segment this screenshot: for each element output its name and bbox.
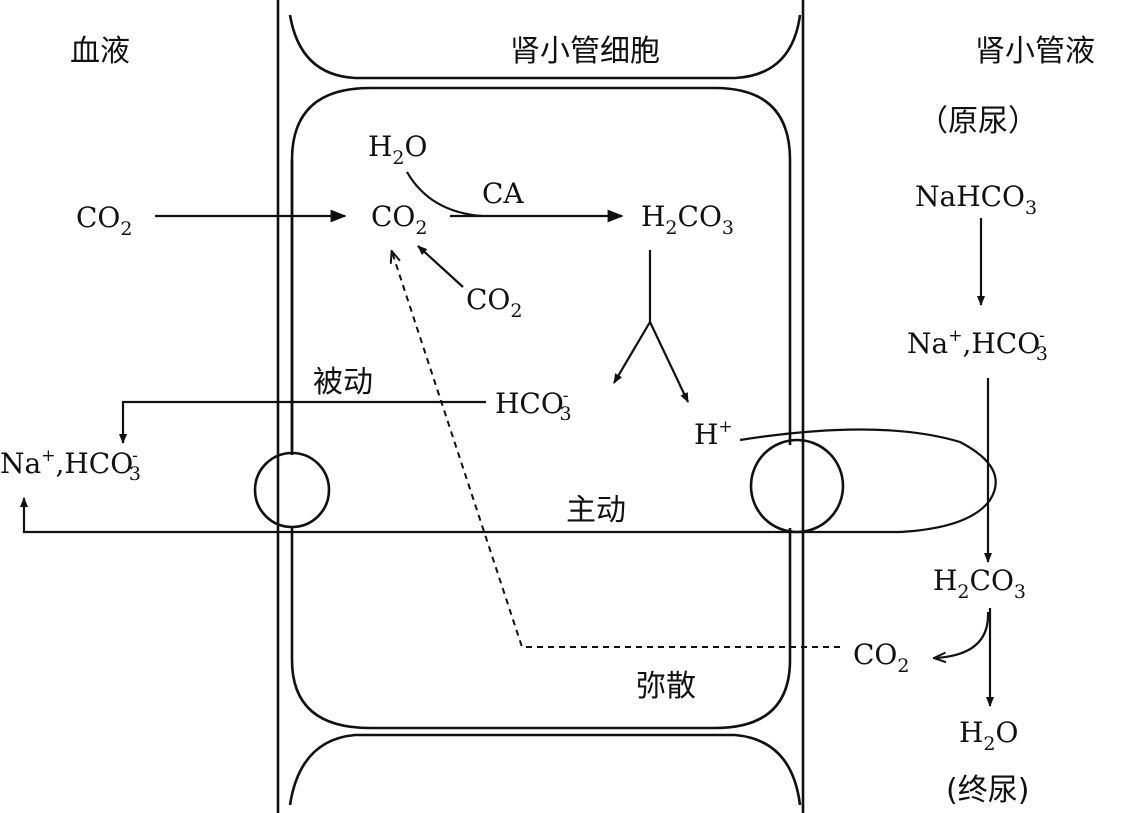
bottom-cell-boundary <box>288 733 802 806</box>
label-passive: 被动 <box>313 365 373 400</box>
arrow-co2-diffusion <box>392 252 840 648</box>
co2-blood: CO2 <box>76 201 132 240</box>
label-primary-urine: （原尿） <box>918 104 1038 139</box>
arrow-split-h <box>649 321 689 403</box>
h2co3-cell: H2CO3 <box>641 200 734 239</box>
co2-tubule: CO2 <box>853 638 909 677</box>
label-blood: 血液 <box>70 34 130 69</box>
label-final-urine: (终尿) <box>946 773 1029 808</box>
h2co3-tubule: H2CO3 <box>933 564 1026 603</box>
arrow-split-hco3 <box>613 321 651 384</box>
label-tubule-cell: 肾小管细胞 <box>510 34 660 69</box>
arrow-h2co3-to-co2 <box>935 611 990 658</box>
label-tubule-fluid: 肾小管液 <box>975 34 1095 69</box>
enzyme-ca: CA <box>482 177 524 210</box>
arrow-metabolic-co2 <box>417 245 464 288</box>
label-active: 主动 <box>566 493 626 528</box>
h-ion-cell: H+ <box>694 417 733 451</box>
pathways <box>20 171 997 707</box>
hco3-cell: HCO-3 <box>495 386 572 425</box>
apical-transporter <box>749 438 845 534</box>
arrow-passive-hco3 <box>119 400 486 444</box>
co2-cell: CO2 <box>371 200 427 239</box>
na-hco3-tubule: Na+,HCO-3 <box>907 326 1048 365</box>
label-diffusion: 弥散 <box>636 669 696 704</box>
cell-body-outline <box>290 86 792 730</box>
top-cell-boundary <box>288 14 802 80</box>
basolateral-transporter <box>253 451 331 529</box>
arrow-active-na <box>20 497 798 534</box>
co2-metabolic: CO2 <box>466 283 522 322</box>
h-secretion-loop <box>739 428 997 534</box>
h2o-cell: H2O <box>368 130 427 169</box>
na-hco3-blood: Na+,HCO-3 <box>0 446 141 485</box>
curve-h2o-joins <box>406 171 483 218</box>
h2o-tubule: H2O <box>959 716 1018 755</box>
cell-structure <box>253 0 845 813</box>
nahco3-tubule: NaHCO3 <box>915 180 1037 219</box>
